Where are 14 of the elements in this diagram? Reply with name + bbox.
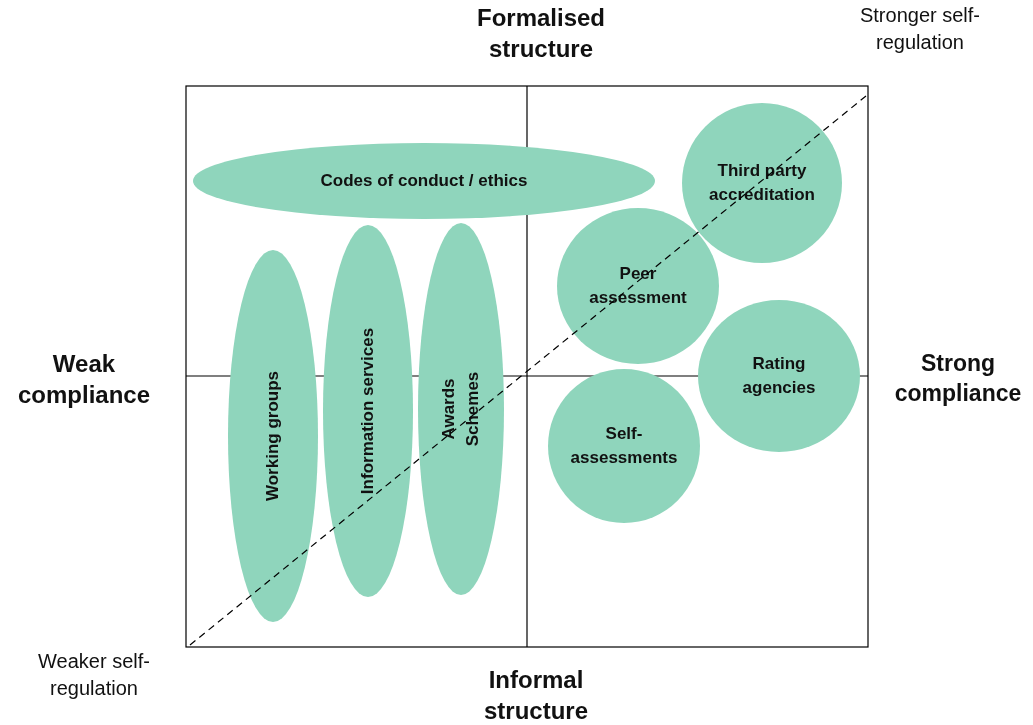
node-label: Rating agencies xyxy=(741,353,817,399)
axis-label: Informal structure xyxy=(483,665,589,725)
node-label: Self-assessments xyxy=(569,423,679,469)
node-label: Information services xyxy=(357,326,378,497)
axis-label: Weak compliance xyxy=(16,349,151,410)
node-label: Peer assessment xyxy=(588,263,688,309)
corner-label: Weaker self-regulation xyxy=(37,649,151,701)
node-label: Awards Schemes xyxy=(438,370,483,449)
node-label: Third party accreditation xyxy=(708,160,816,206)
node-label: Working groups xyxy=(262,370,283,503)
node-label: Codes of conduct / ethics xyxy=(319,170,529,192)
axis-label: Formalised structure xyxy=(475,3,606,64)
axis-label: Strong compliance xyxy=(893,349,1023,408)
corner-label: Stronger self-regulation xyxy=(858,3,982,55)
